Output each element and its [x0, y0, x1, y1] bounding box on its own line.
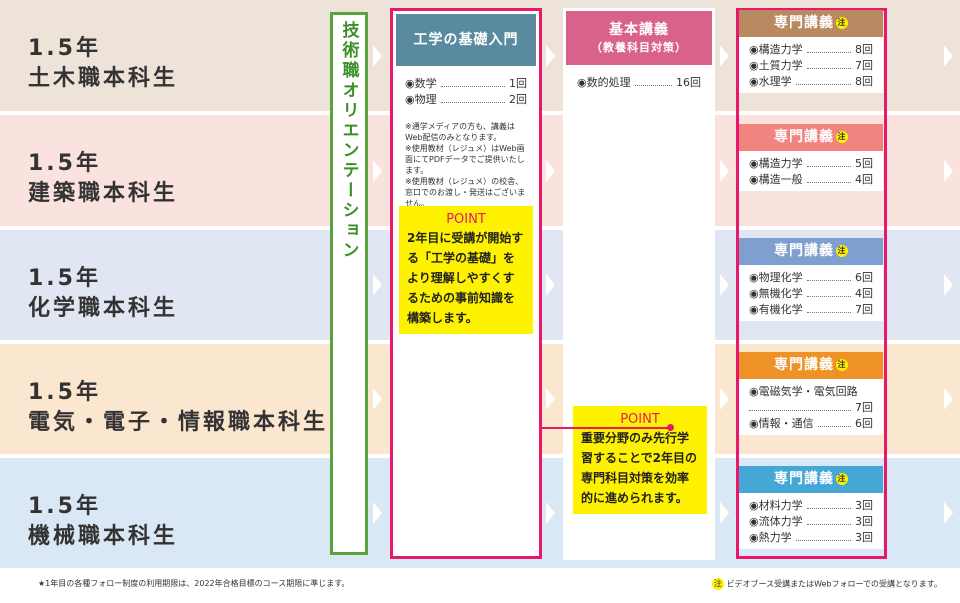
- arrow-right-icon: [720, 274, 729, 296]
- special-header: 専門講義注: [739, 10, 883, 37]
- footer-note-right: 注 ビデオブース受講またはWebフォローでの受講となります。: [711, 578, 942, 590]
- arrow-right-icon: [546, 159, 555, 182]
- arrow-right-icon: [373, 44, 382, 67]
- arrow-right-icon: [944, 274, 953, 296]
- note-mark-icon: 注: [711, 578, 724, 590]
- note-mark-icon: 注: [836, 17, 848, 29]
- list-item: ◉電磁気学・電気回路: [749, 385, 858, 398]
- course-duration: 1.5年: [28, 494, 101, 519]
- note-mark-icon: 注: [836, 359, 848, 371]
- orientation-label: 技術職オリエンテーション: [338, 21, 359, 261]
- arrow-right-icon: [720, 388, 729, 410]
- course-name: 電気・電子・情報職本科生: [28, 410, 329, 435]
- note: ※通学メディアの方も、講義はWeb配信のみとなります。: [405, 122, 515, 142]
- note: ※使用教材（レジュメ）の校舎、窓口でのお渡し・発送はございません。: [405, 177, 525, 208]
- arrow-right-icon: [720, 502, 729, 524]
- course-name: 化学職本科生: [28, 296, 179, 321]
- course-duration: 1.5年: [28, 266, 101, 291]
- special-header: 専門講義注: [739, 352, 883, 379]
- arrow-right-icon: [373, 388, 382, 410]
- list-item-count: 7回: [749, 399, 873, 415]
- note-mark-icon: 注: [836, 245, 848, 257]
- arrow-right-icon: [373, 502, 382, 524]
- special-column: [736, 8, 887, 559]
- footer-note-left: ★1年目の各種フォロー制度の利用期限は、2022年合格目標のコース期限に準じます…: [38, 579, 350, 588]
- arrow-right-icon: [944, 388, 953, 410]
- arrow-right-icon: [373, 274, 382, 296]
- arrow-right-icon: [720, 44, 729, 67]
- basic-header: 基本講義 （教養科目対策）: [566, 11, 712, 65]
- orientation-column: 技術職オリエンテーション: [330, 12, 368, 555]
- arrow-right-icon: [944, 44, 953, 67]
- arrow-right-icon: [373, 159, 382, 182]
- arrow-right-icon: [546, 502, 555, 524]
- intro-title: 工学の基礎入門: [396, 14, 536, 66]
- arrow-right-icon: [546, 274, 555, 296]
- arrow-right-icon: [720, 159, 729, 182]
- arrow-right-icon: [944, 159, 953, 182]
- special-header: 専門講義注: [739, 238, 883, 265]
- course-name: 建築職本科生: [28, 181, 179, 206]
- arrow-right-icon: [944, 502, 953, 524]
- note-mark-icon: 注: [836, 473, 848, 485]
- note-mark-icon: 注: [836, 131, 848, 143]
- course-duration: 1.5年: [28, 380, 101, 405]
- special-header: 専門講義注: [739, 124, 883, 151]
- arrow-right-icon: [546, 388, 555, 410]
- point-connector: [542, 427, 672, 429]
- basic-point: POINT 重要分野のみ先行学習することで2年目の専門科目対策を効率的に進められ…: [573, 406, 707, 514]
- course-name: 機械職本科生: [28, 524, 179, 549]
- special-header: 専門講義注: [739, 466, 883, 493]
- course-name: 土木職本科生: [28, 66, 179, 91]
- course-duration: 1.5年: [28, 36, 101, 61]
- intro-point: POINT 2年目に受講が開始する「工学の基礎」をより理解しやすくするための事前…: [399, 206, 533, 334]
- note: ※使用教材（レジュメ）はWeb画面にてPDFデータでご提供いたします。: [405, 144, 525, 175]
- arrow-right-icon: [546, 44, 555, 67]
- connector-dot: [667, 424, 674, 431]
- course-duration: 1.5年: [28, 151, 101, 176]
